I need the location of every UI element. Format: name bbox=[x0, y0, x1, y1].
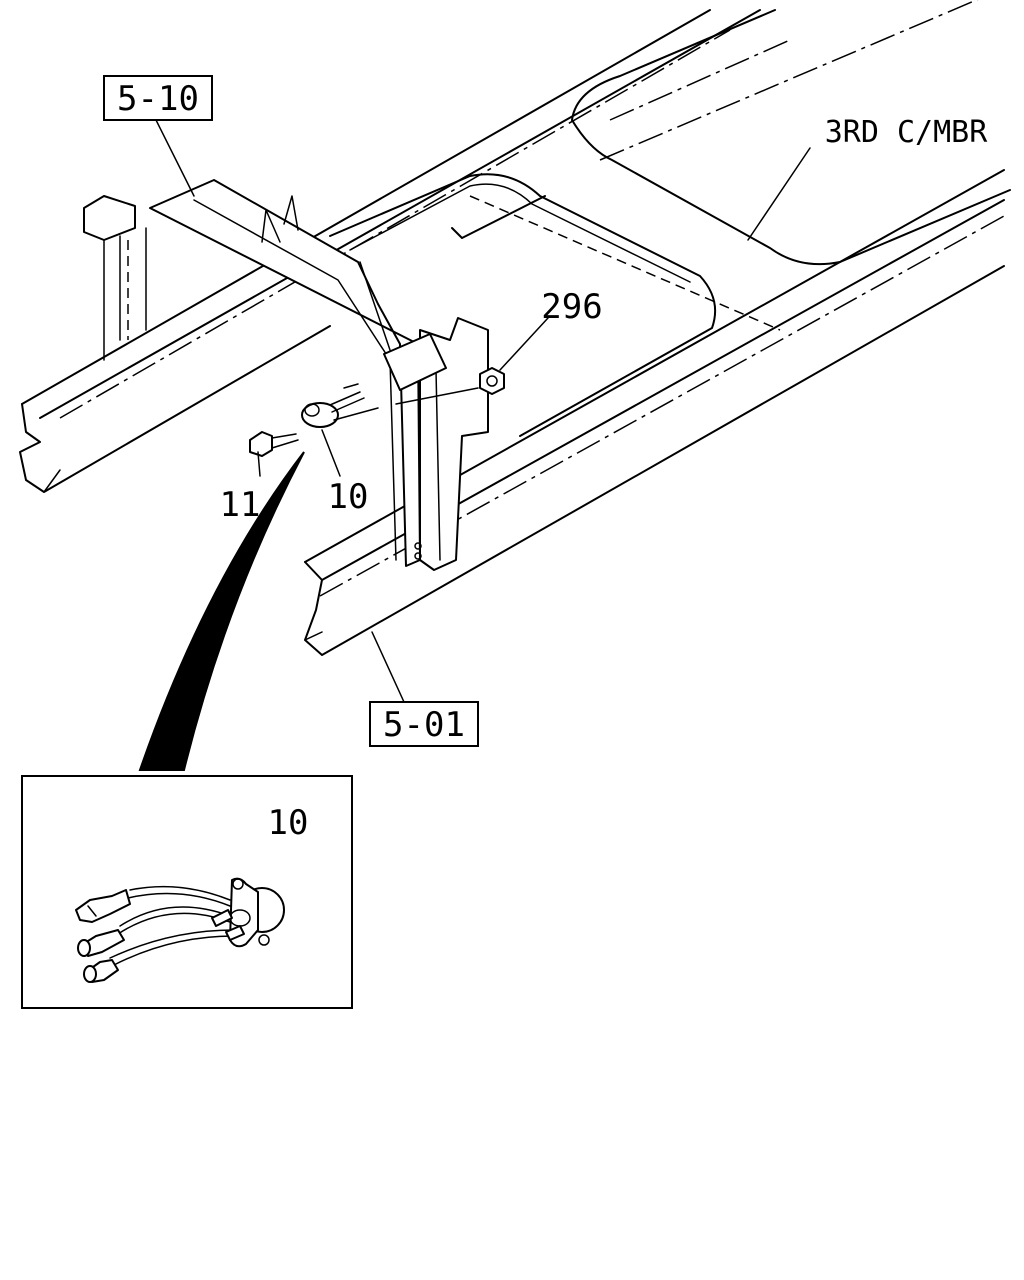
part-number-296: 296 bbox=[541, 287, 602, 327]
third-cross-member bbox=[329, 0, 1011, 437]
ref-label-5-01: 5-01 bbox=[383, 705, 465, 745]
detail-part-number-10: 10 bbox=[268, 803, 309, 843]
third-cross-member-label: 3RD C/MBR bbox=[825, 115, 988, 150]
bracket-assembly bbox=[83, 179, 489, 571]
switch-part-10 bbox=[301, 383, 365, 428]
ref-box-5-10: 5-10 bbox=[103, 75, 213, 121]
part-number-10: 10 bbox=[328, 477, 369, 517]
part-number-11: 11 bbox=[220, 485, 261, 525]
ref-label-5-10: 5-10 bbox=[117, 79, 199, 119]
bolt-part-11 bbox=[249, 431, 299, 457]
detail-inset bbox=[21, 775, 353, 1009]
detail-callout-wedge bbox=[138, 451, 305, 771]
left-frame-rail bbox=[19, 9, 761, 493]
nut-part-296 bbox=[479, 367, 505, 395]
ref-box-5-01: 5-01 bbox=[369, 701, 479, 747]
